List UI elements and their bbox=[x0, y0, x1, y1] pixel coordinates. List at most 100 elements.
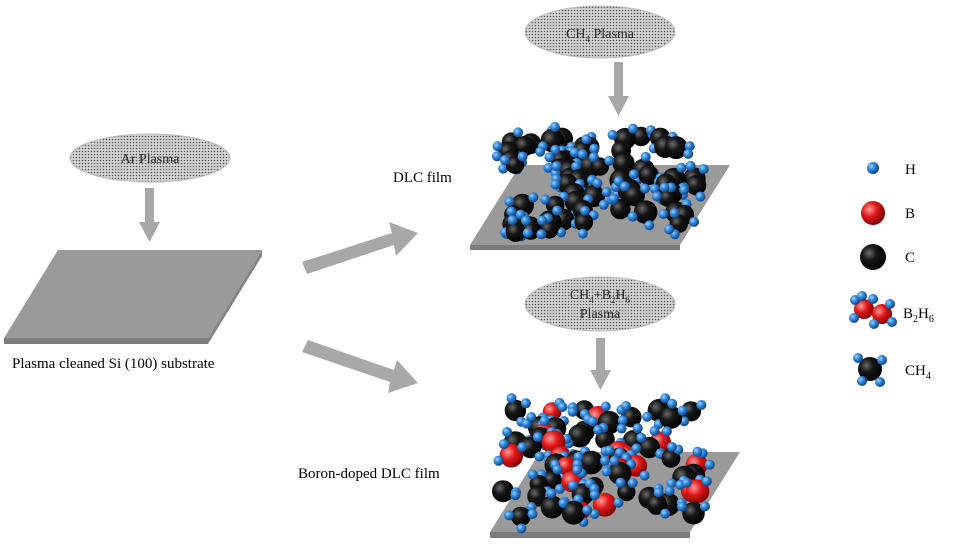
hydrogen-atom bbox=[544, 152, 555, 163]
hydrogen-atom bbox=[588, 152, 599, 163]
hydrogen-atom bbox=[679, 184, 690, 195]
hydrogen-atom bbox=[692, 446, 703, 457]
hydrogen-atom bbox=[493, 455, 504, 466]
hydrogen-atom bbox=[534, 451, 545, 462]
hydrogen-atom bbox=[589, 489, 600, 500]
hydrogen-atom bbox=[607, 129, 618, 140]
hydrogen-atom bbox=[520, 215, 531, 226]
hydrogen-atom bbox=[627, 478, 638, 488]
hydrogen-atom bbox=[696, 400, 707, 410]
hydrogen-atom bbox=[649, 425, 660, 436]
carbon-atom bbox=[510, 506, 531, 527]
svg-text:B2H6: B2H6 bbox=[903, 306, 934, 325]
hydrogen-atom bbox=[604, 445, 615, 456]
hydrogen-atom bbox=[619, 181, 630, 192]
carbon-atom bbox=[561, 500, 586, 525]
arrow-ar-to-substrate bbox=[139, 188, 160, 242]
hydrogen-atom bbox=[677, 501, 687, 512]
hydrogen-atom bbox=[701, 476, 712, 487]
arrow-ch4-to-dlc bbox=[608, 62, 629, 116]
arrow-to-dlc bbox=[302, 222, 418, 274]
hydrogen-atom bbox=[651, 191, 662, 202]
hydrogen-atom bbox=[642, 411, 653, 422]
hydrogen-atom bbox=[699, 501, 710, 512]
ar-plasma: Ar Plasma bbox=[69, 133, 231, 183]
hydrogen-atom bbox=[639, 470, 650, 481]
carbon-atom bbox=[590, 157, 609, 176]
hydrogen-atom bbox=[557, 402, 568, 412]
hydrogen-atom bbox=[536, 229, 547, 240]
hydrogen-atom bbox=[492, 141, 503, 152]
carbon-atom bbox=[595, 429, 615, 450]
carbon-atom bbox=[638, 164, 659, 186]
hydrogen-atom bbox=[551, 161, 562, 172]
hydrogen-atom bbox=[506, 393, 517, 404]
hydrogen-atom bbox=[577, 228, 588, 239]
hydrogen-atom bbox=[582, 505, 593, 516]
hydrogen-atom bbox=[604, 155, 615, 166]
hydrogen-atom bbox=[644, 220, 655, 231]
carbon-atom bbox=[574, 212, 594, 232]
hydrogen-atom bbox=[608, 193, 619, 204]
si-substrate bbox=[4, 250, 262, 344]
ch4-plasma-label: CH4 Plasma bbox=[566, 27, 635, 44]
hydrogen-atom bbox=[636, 432, 647, 443]
mix-plasma-label-line2: Plasma bbox=[580, 307, 621, 322]
boron-atom bbox=[499, 443, 524, 468]
hydrogen-atom bbox=[664, 485, 675, 496]
carbon-atom bbox=[638, 436, 660, 459]
carbon-atom bbox=[492, 480, 514, 503]
hydrogen-atom bbox=[540, 194, 551, 205]
carbon-atom bbox=[519, 436, 542, 459]
hydrogen-atom bbox=[628, 123, 638, 134]
hydrogen-atom bbox=[527, 469, 538, 480]
carbon-atom bbox=[579, 450, 604, 475]
hydrogen-atom bbox=[568, 480, 578, 491]
hydrogen-atom bbox=[684, 141, 695, 152]
boron-atom bbox=[685, 479, 710, 504]
carbon-atom bbox=[608, 461, 632, 485]
hydrogen-atom bbox=[661, 426, 672, 437]
svg-text:B: B bbox=[905, 206, 915, 222]
ch4-plasma: CH4 Plasma bbox=[524, 5, 676, 59]
hydrogen-atom bbox=[572, 464, 583, 475]
carbon-atom bbox=[514, 135, 535, 157]
carbon-atom bbox=[610, 198, 631, 220]
hydrogen-atom bbox=[554, 483, 565, 494]
hydrogen-atom bbox=[522, 228, 533, 238]
hydrogen-atom bbox=[517, 151, 528, 162]
legend: H B C B2H6 CH4 bbox=[849, 162, 934, 387]
dlc-atom-cluster bbox=[491, 122, 709, 242]
hydrogen-atom bbox=[589, 143, 600, 154]
hydrogen-atom bbox=[517, 442, 528, 453]
hydrogen-atom bbox=[569, 147, 580, 158]
carbon-atom bbox=[568, 424, 592, 448]
hydrogen-atom bbox=[627, 211, 638, 222]
svg-text:H: H bbox=[905, 162, 916, 178]
carbon-atom bbox=[504, 399, 527, 422]
hydrogen-atom bbox=[491, 151, 502, 162]
arrow-to-bdlc bbox=[302, 340, 418, 393]
bdlc-atom-cluster bbox=[492, 393, 715, 534]
hydrogen-atom bbox=[689, 216, 699, 227]
hydrogen-atom bbox=[660, 393, 671, 404]
hydrogen-atom bbox=[613, 497, 624, 508]
hydrogen-atom bbox=[685, 160, 696, 171]
hydrogen-atom bbox=[579, 205, 590, 216]
hydrogen-atom bbox=[558, 498, 569, 509]
hydrogen-atom bbox=[526, 412, 537, 422]
hydrogen-atom bbox=[601, 187, 612, 197]
hydrogen-atom bbox=[695, 191, 706, 202]
hydrogen-atom bbox=[698, 164, 709, 175]
hydrogen-atom bbox=[587, 416, 598, 427]
hydrogen-atom bbox=[617, 415, 628, 426]
hydrogen-atom bbox=[535, 146, 546, 157]
hydrogen-atom bbox=[676, 162, 687, 173]
hydrogen-atom bbox=[660, 508, 671, 519]
hydrogen-atom bbox=[593, 424, 604, 435]
carbon-atom bbox=[505, 221, 526, 242]
arrow-mix-to-bdlc bbox=[590, 338, 611, 390]
legend-b: B bbox=[861, 201, 915, 225]
hydrogen-atom bbox=[664, 224, 675, 235]
